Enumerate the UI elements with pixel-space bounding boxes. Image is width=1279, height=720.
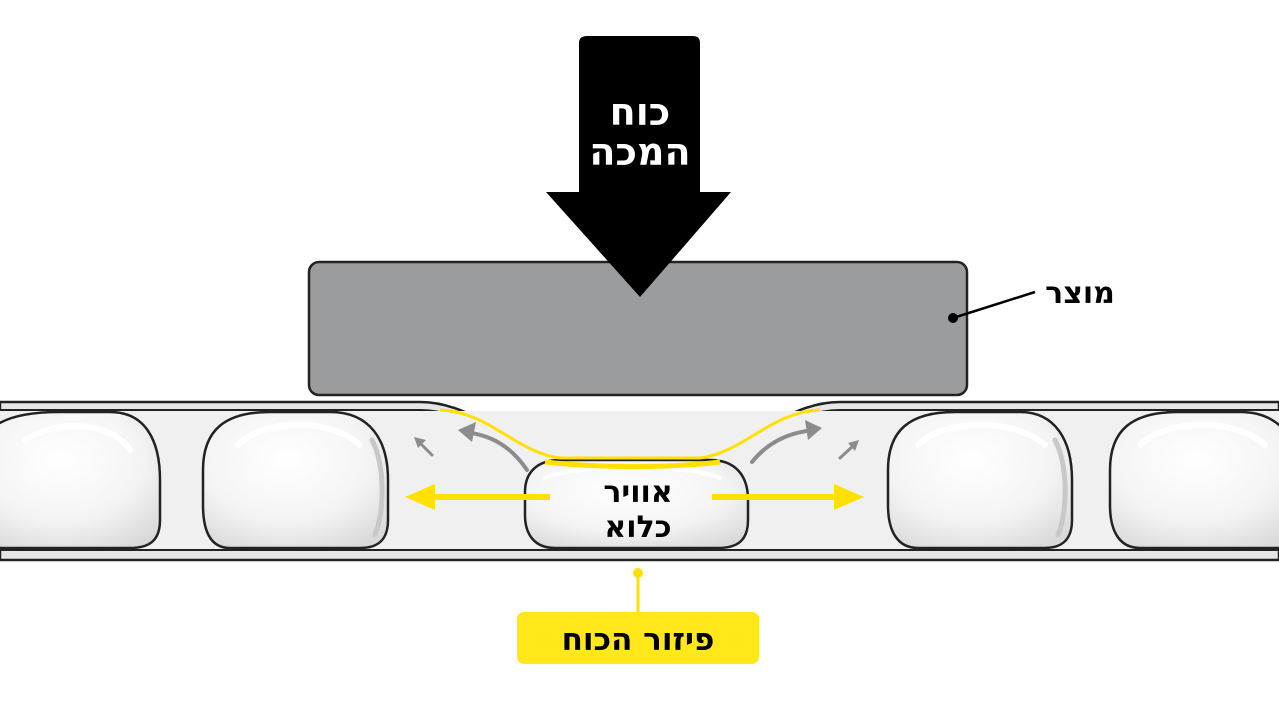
minor-arrowheads bbox=[414, 420, 859, 451]
force-spread-arrowhead-left bbox=[405, 484, 435, 510]
bubble bbox=[201, 410, 390, 550]
product-pointer-dot bbox=[948, 313, 958, 323]
product-pointer-line bbox=[952, 290, 1036, 320]
trapped-air-label-line1: אוויר bbox=[603, 475, 672, 510]
air-flow-arrow bbox=[418, 441, 434, 457]
distribution-pointer-dot bbox=[633, 568, 643, 578]
bubble bbox=[0, 410, 162, 550]
product-label: מוצר bbox=[1045, 276, 1115, 311]
arrowhead bbox=[458, 422, 476, 442]
pressure-highlight-inner bbox=[544, 459, 721, 469]
trapped-air-label-line2: כלוא bbox=[604, 510, 671, 545]
air-flow-arrow bbox=[838, 444, 855, 460]
bubble bbox=[886, 410, 1074, 550]
force-spread-arrowhead-right bbox=[834, 484, 864, 510]
arrowhead bbox=[805, 420, 822, 440]
force-label-line1: כוח bbox=[610, 90, 671, 134]
pressure-highlight bbox=[439, 408, 821, 460]
distribution-label-bg bbox=[517, 612, 759, 664]
bubble bbox=[1108, 410, 1279, 550]
distribution-label: פיזור הכוח bbox=[562, 622, 715, 658]
force-label-line2: המכה bbox=[589, 130, 690, 174]
arrowhead bbox=[848, 440, 859, 451]
force-arrow bbox=[546, 36, 731, 297]
arrowhead bbox=[414, 437, 426, 448]
